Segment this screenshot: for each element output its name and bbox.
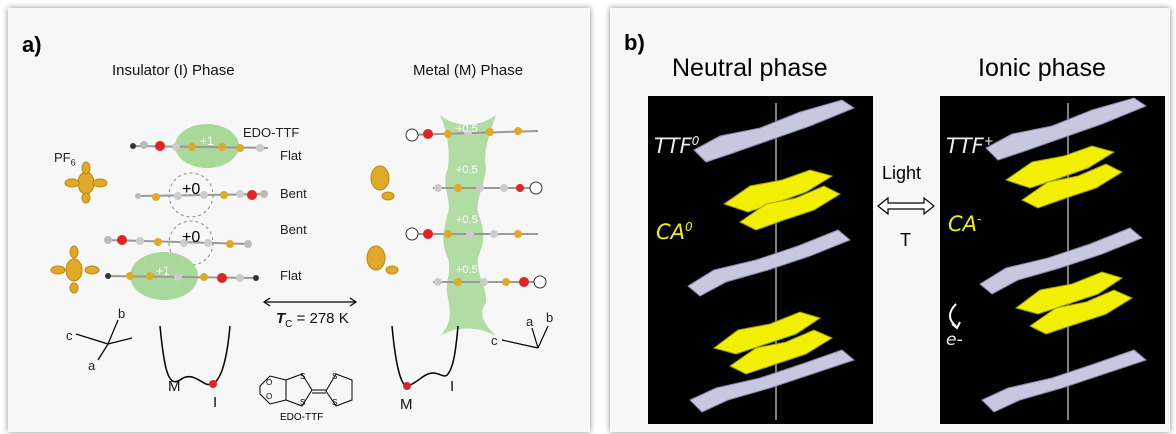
metal-pf6-icons	[366, 165, 399, 275]
well-right-m: M	[400, 396, 413, 413]
axis-left-b: b	[118, 306, 126, 321]
panel-a-label: a)	[22, 32, 42, 57]
row-label-2: Bent	[280, 186, 307, 201]
ionic-phase-title: Ionic phase	[978, 54, 1106, 82]
molecule-row-3	[104, 235, 252, 248]
molecule-label: EDO-TTF	[280, 412, 324, 423]
row-label-4: Flat	[280, 268, 302, 283]
charge-right-3: +0.5	[456, 214, 478, 226]
molecule-row-1	[130, 141, 269, 152]
metal-charge-column	[440, 115, 496, 336]
potential-well-right	[391, 325, 459, 387]
panel-a: a) Insulator (I) Phase Metal (M) Phase E…	[8, 8, 590, 432]
pf6-icon-bottom	[50, 245, 100, 294]
edo-ttf-label: EDO-TTF	[243, 125, 300, 140]
panel-b: b) Neutral phase Ionic phase	[610, 8, 1170, 432]
ionic-ca-molecules	[1004, 145, 1134, 335]
charge-right-2: +0.5	[456, 164, 478, 176]
well-right-i: I	[450, 378, 455, 395]
molecule-row-4	[105, 272, 259, 283]
panel-b-label: b)	[624, 30, 645, 55]
well-left-m: M	[168, 378, 181, 395]
axes-left-icon	[75, 319, 133, 361]
charge-blob-1	[175, 124, 239, 168]
charge-left-4: +1	[156, 264, 170, 278]
charge-right-1: +0.5	[456, 123, 478, 135]
neutral-ttf-molecules	[687, 99, 856, 413]
metal-phase-title: Metal (M) Phase	[413, 62, 524, 79]
axes-right-icon	[501, 325, 549, 349]
panel-a-figure	[50, 115, 549, 407]
arrow-light-label: Light	[882, 163, 922, 183]
tc-label: TC = 278 K	[276, 310, 349, 330]
charge-left-2: +0	[182, 181, 201, 198]
neutral-phase-title: Neutral phase	[672, 54, 828, 82]
ca-ionic-label: CA-	[948, 212, 982, 236]
metal-molecule-2	[433, 181, 543, 195]
axis-right-c: c	[491, 333, 498, 348]
mol-atom-s3: S	[332, 372, 338, 381]
electron-transfer-arrow	[949, 303, 957, 327]
transition-arrow	[262, 297, 358, 307]
mol-atom-o1: O	[266, 378, 273, 387]
molecule-row-2	[135, 190, 269, 201]
neutral-ca-molecules	[712, 169, 842, 375]
row-label-1: Flat	[280, 148, 302, 163]
row-label-3: Bent	[280, 222, 307, 237]
mol-atom-s4: S	[332, 398, 338, 407]
pf6-label: PF6	[54, 150, 76, 168]
electron-label: e-	[946, 330, 963, 350]
state-ball-right	[403, 382, 411, 390]
axis-left-a: a	[88, 358, 96, 373]
charge-left-3: +0	[182, 229, 201, 246]
metal-molecule-1	[405, 127, 539, 142]
charge-right-4: +0.5	[456, 264, 478, 276]
ttf-ionic-label: TTF+	[946, 134, 994, 158]
panel-b-figure	[687, 97, 1148, 420]
edo-ttf-structure	[259, 373, 353, 407]
state-ball-left	[209, 380, 217, 388]
arrow-t-label: T	[900, 230, 911, 250]
axis-right-a: a	[526, 314, 534, 329]
ttf-neutral-label: TTF0	[654, 134, 700, 158]
well-left-i: I	[213, 394, 218, 411]
axis-left-c: c	[66, 328, 73, 343]
metal-molecule-3	[405, 227, 538, 241]
insulator-phase-title: Insulator (I) Phase	[112, 62, 235, 79]
metal-molecule-4	[433, 275, 547, 289]
ionic-ttf-molecules	[979, 97, 1148, 413]
pf6-icon-top	[64, 161, 108, 204]
potential-well-left	[159, 325, 231, 386]
mol-atom-s1: S	[300, 372, 306, 381]
axis-right-b: b	[546, 310, 554, 325]
ca-neutral-label: CA0	[656, 220, 693, 244]
charge-left-1: +1	[200, 134, 214, 148]
mol-atom-s2: S	[300, 398, 306, 407]
mol-atom-o2: O	[266, 392, 273, 401]
transition-arrow-icon	[877, 196, 935, 216]
